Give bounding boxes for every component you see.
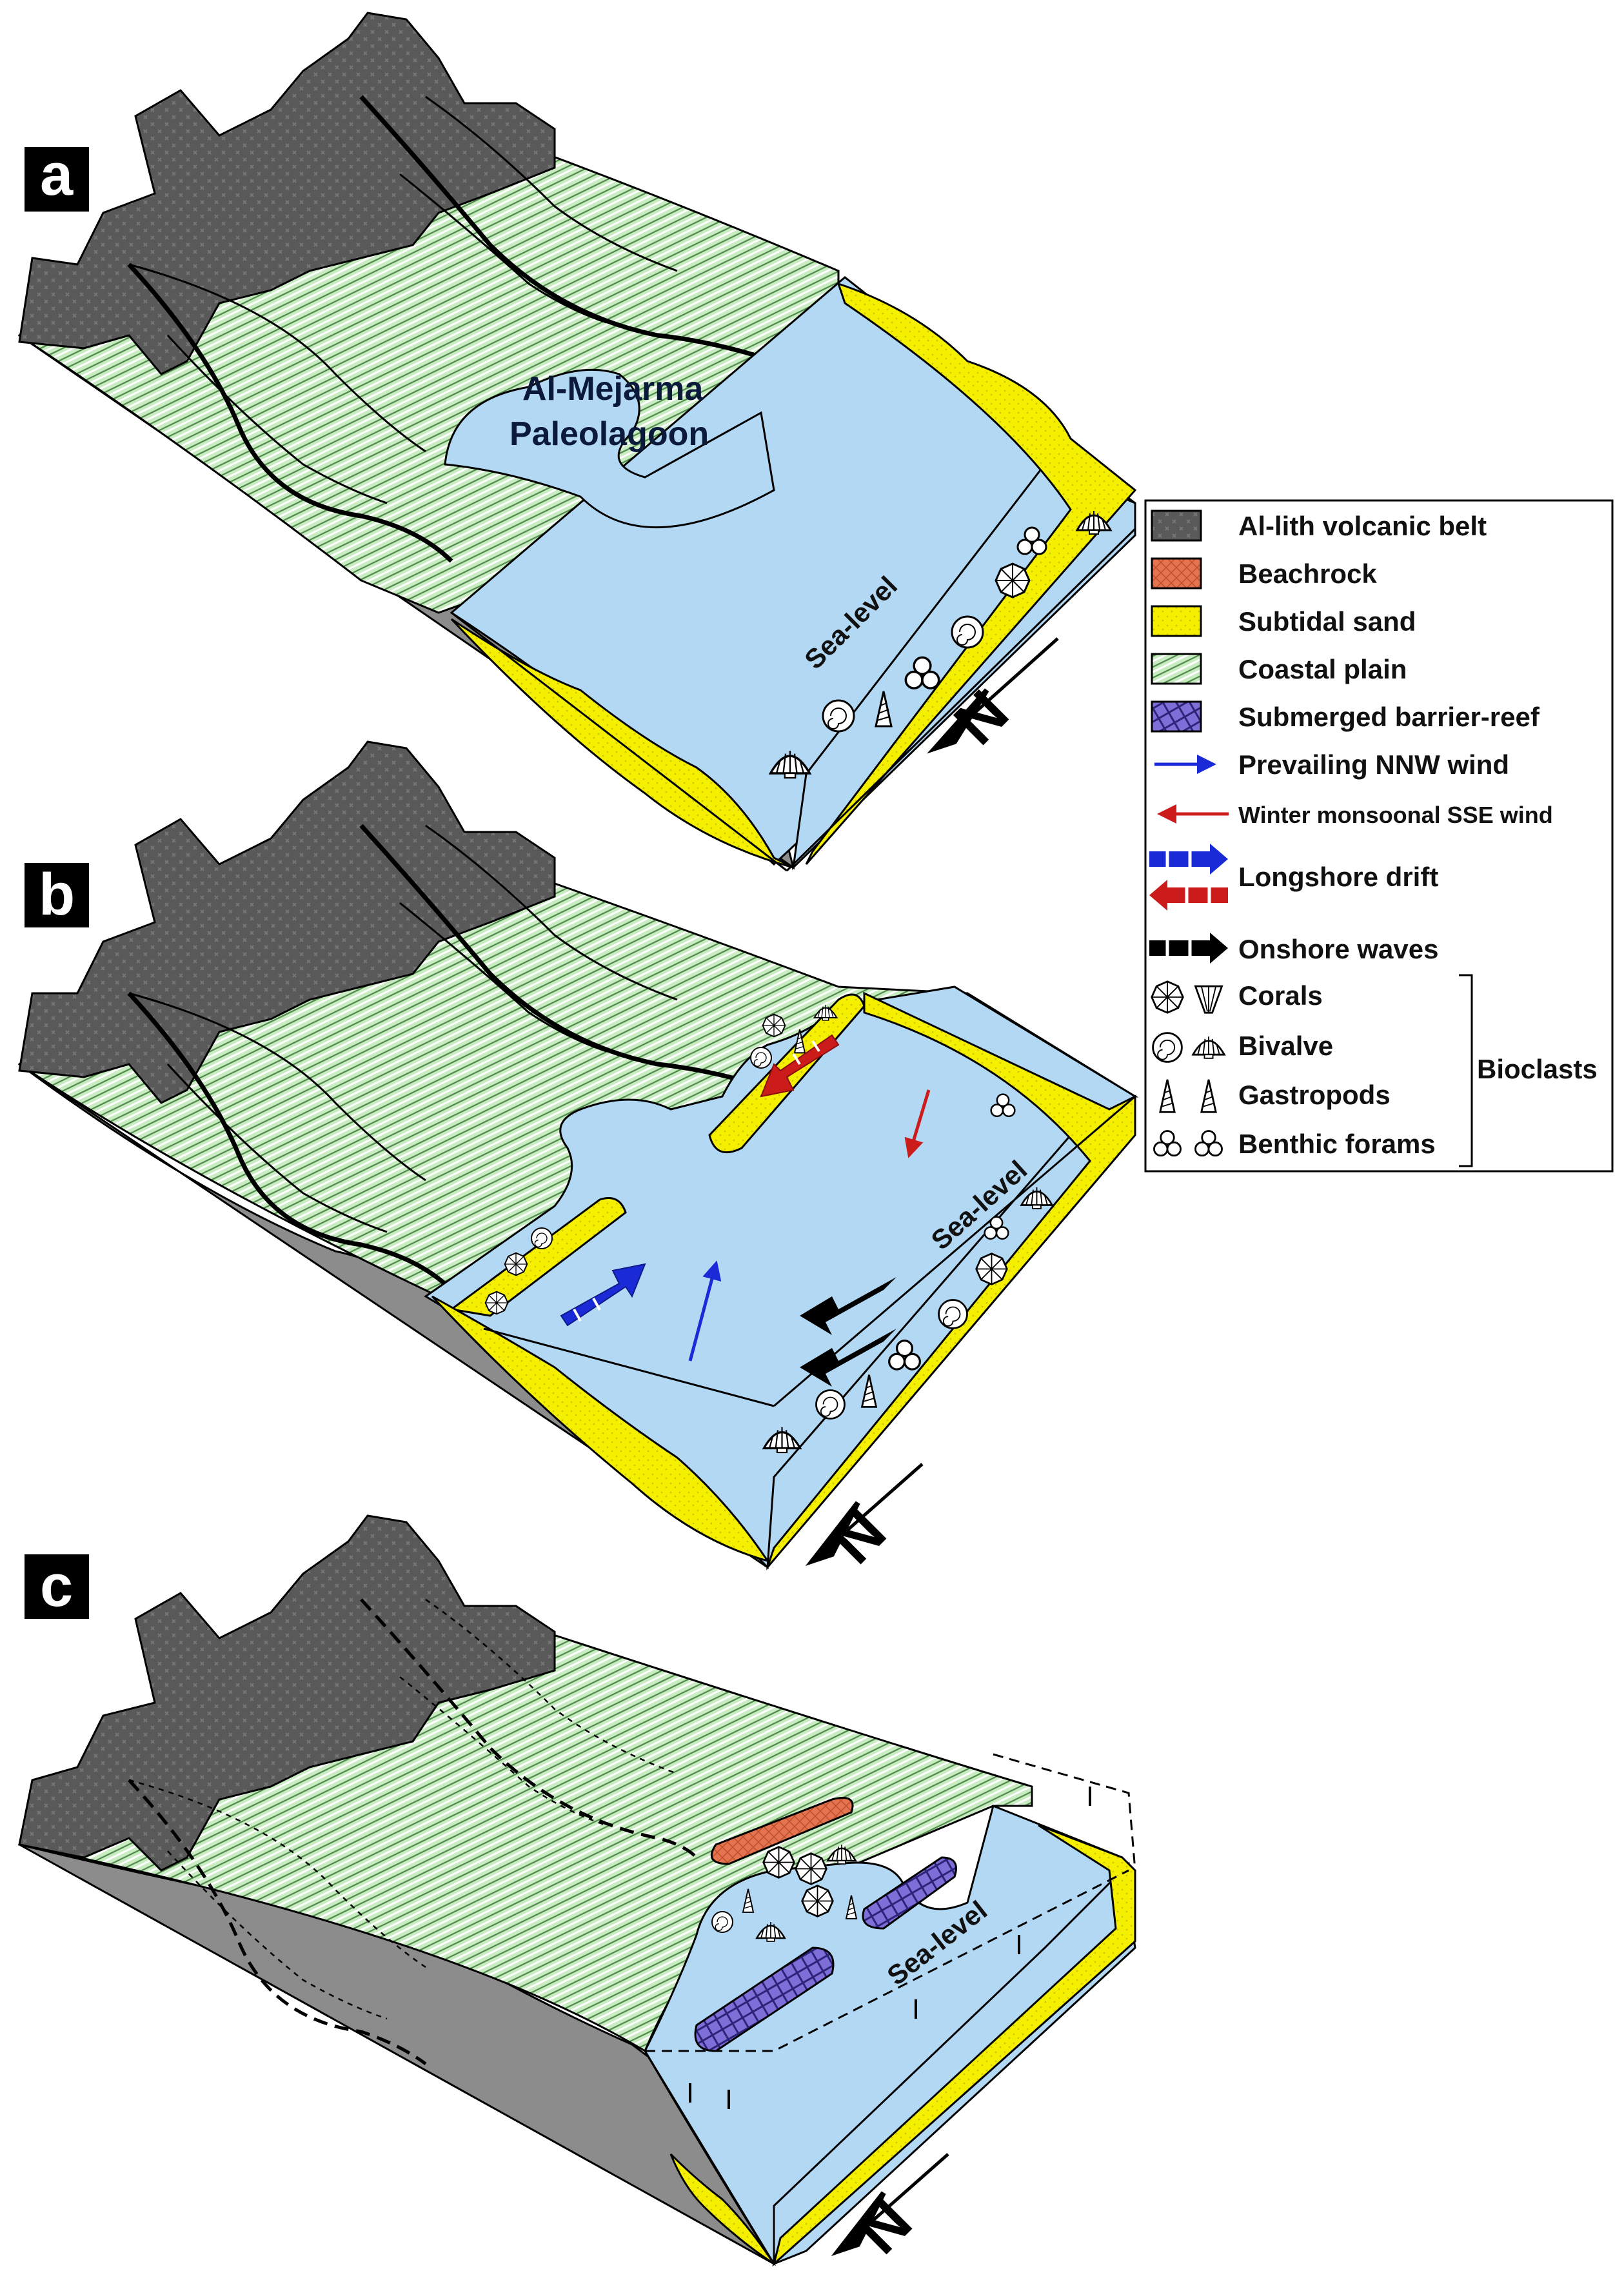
lagoon-bay bbox=[444, 368, 775, 529]
legend-drift-arrows bbox=[1149, 844, 1228, 911]
longshore-drift-red bbox=[760, 1034, 840, 1098]
panel-a-badge bbox=[25, 147, 89, 212]
panel-c-badge bbox=[25, 1554, 89, 1619]
legend-label-gastropods: Gastropods bbox=[1238, 1080, 1391, 1110]
panel-c-label: c bbox=[40, 1553, 73, 1619]
legend-waves-arrow bbox=[1149, 933, 1228, 964]
longshore-drift-blue bbox=[560, 1263, 646, 1327]
nnw-wind-arrow bbox=[688, 1260, 722, 1362]
legend-swatch-sand bbox=[1151, 605, 1202, 637]
legend-swatch-coastal bbox=[1151, 653, 1202, 685]
sand-strip bbox=[766, 991, 1136, 1568]
legend-label-coastal: Coastal plain bbox=[1238, 654, 1407, 684]
sse-wind-arrow bbox=[904, 1089, 931, 1158]
panel-b-badge bbox=[25, 863, 89, 927]
legend-label-volcanic: Al-lith volcanic belt bbox=[1238, 511, 1487, 541]
bioclasts-bracket bbox=[1459, 974, 1473, 1167]
legend-label-bivalve: Bivalve bbox=[1238, 1031, 1333, 1061]
beachrock-ridge bbox=[710, 1797, 854, 1865]
legend-box bbox=[1144, 499, 1614, 1173]
legend-label-drift: Longshore drift bbox=[1238, 862, 1438, 892]
panel-a-label: a bbox=[40, 142, 74, 208]
volcanic-belt bbox=[18, 1514, 556, 1872]
sea-level-drop-ticks bbox=[689, 1787, 1091, 2109]
legend-swatch-beachrock bbox=[1151, 557, 1202, 589]
legend-label-sand: Subtidal sand bbox=[1238, 606, 1416, 637]
legend-coral-icon bbox=[1151, 980, 1184, 1014]
legend-label-reef: Submerged barrier-reef bbox=[1238, 702, 1540, 732]
sand-strip bbox=[805, 282, 1137, 865]
panel-b: Sea-level N b bbox=[17, 740, 1139, 1577]
legend-label-waves: Onshore waves bbox=[1238, 934, 1438, 964]
legend-label-nnw: Prevailing NNW wind bbox=[1238, 749, 1509, 780]
sand-spit-south bbox=[449, 1197, 627, 1317]
barrier-reef-upper bbox=[862, 1856, 957, 1930]
panel-c: Sea-level N c bbox=[17, 1514, 1136, 2267]
volcanic-belt bbox=[18, 12, 556, 375]
legend-label-bioclasts: Bioclasts bbox=[1477, 1054, 1598, 1084]
volcanic-belt bbox=[18, 740, 556, 1104]
legend-label-forams: Benthic forams bbox=[1238, 1129, 1436, 1159]
drainage bbox=[127, 262, 453, 563]
legend-label-beachrock: Beachrock bbox=[1238, 559, 1377, 589]
legend-bivalve-icon-1 bbox=[1152, 1032, 1183, 1063]
lagoon-label-line1: Al-Mejarma bbox=[522, 370, 704, 408]
legend: Al-lith volcanic belt Beachrock Subtidal… bbox=[1144, 499, 1614, 1173]
barrier-reef-lower bbox=[694, 1946, 835, 2052]
panel-b-label: b bbox=[39, 862, 75, 927]
onshore-waves bbox=[800, 1277, 896, 1387]
legend-swatch-volcanic bbox=[1151, 510, 1202, 542]
panel-a: Al-Mejarma Paleolagoon Sea-level N a bbox=[17, 12, 1137, 872]
legend-label-corals: Corals bbox=[1238, 980, 1323, 1011]
legend-swatch-reef bbox=[1151, 700, 1202, 733]
lagoon-label-line2: Paleolagoon bbox=[510, 415, 709, 453]
legend-label-sse: Winter monsoonal SSE wind bbox=[1238, 802, 1553, 828]
svg-text:N: N bbox=[818, 1496, 899, 1577]
